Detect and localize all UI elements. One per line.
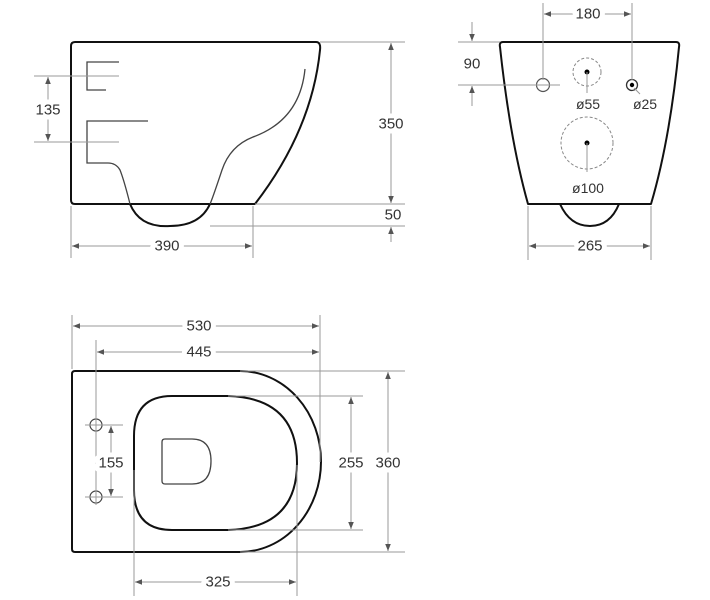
dim-50-label: 50 [385,207,402,224]
front-outline [498,41,681,205]
top-outline [71,370,322,553]
dim-90-label: 90 [464,56,481,73]
dimension-530: 530 [71,313,321,462]
dimension-90: 90 [458,22,560,106]
dimension-155: 155 [85,424,129,498]
inner-trap-line [86,68,306,205]
hole-100-label: ø100 [572,180,604,196]
dimension-255: 255 [228,395,369,531]
side-view: 135 350 50 390 [30,41,409,260]
dim-360-label: 360 [375,455,400,472]
front-bowl-bottom [559,203,620,227]
dim-325-label: 325 [205,574,230,591]
dimension-360: 360 [240,370,406,553]
dim-180-label: 180 [575,6,600,23]
dim-390-label: 390 [154,238,179,255]
hole-25-label: ø25 [633,96,657,112]
dim-155-label: 155 [98,455,123,472]
side-outline [70,41,322,205]
dim-255-label: 255 [338,455,363,472]
top-view: 530 445 155 255 360 325 [71,313,406,596]
dimension-50: 50 [210,202,406,242]
dim-350-label: 350 [378,116,403,133]
hole-55-label: ø55 [576,96,600,112]
dim-265-label: 265 [577,238,602,255]
dim-135-label: 135 [35,102,60,119]
bowl-bottom [129,203,211,228]
front-view: ø55 ø25 ø100 180 90 265 [458,1,681,260]
dimension-135: 135 [30,75,119,143]
lid-hinge-shape [161,438,212,485]
dim-445-label: 445 [186,344,211,361]
seat-outline [133,395,298,531]
dimension-265: 265 [527,206,652,260]
dimension-445: 445 [95,339,319,505]
bolt-hole-25-center [629,82,635,88]
dim-530-label: 530 [186,318,211,335]
dimension-390: 390 [70,206,254,260]
